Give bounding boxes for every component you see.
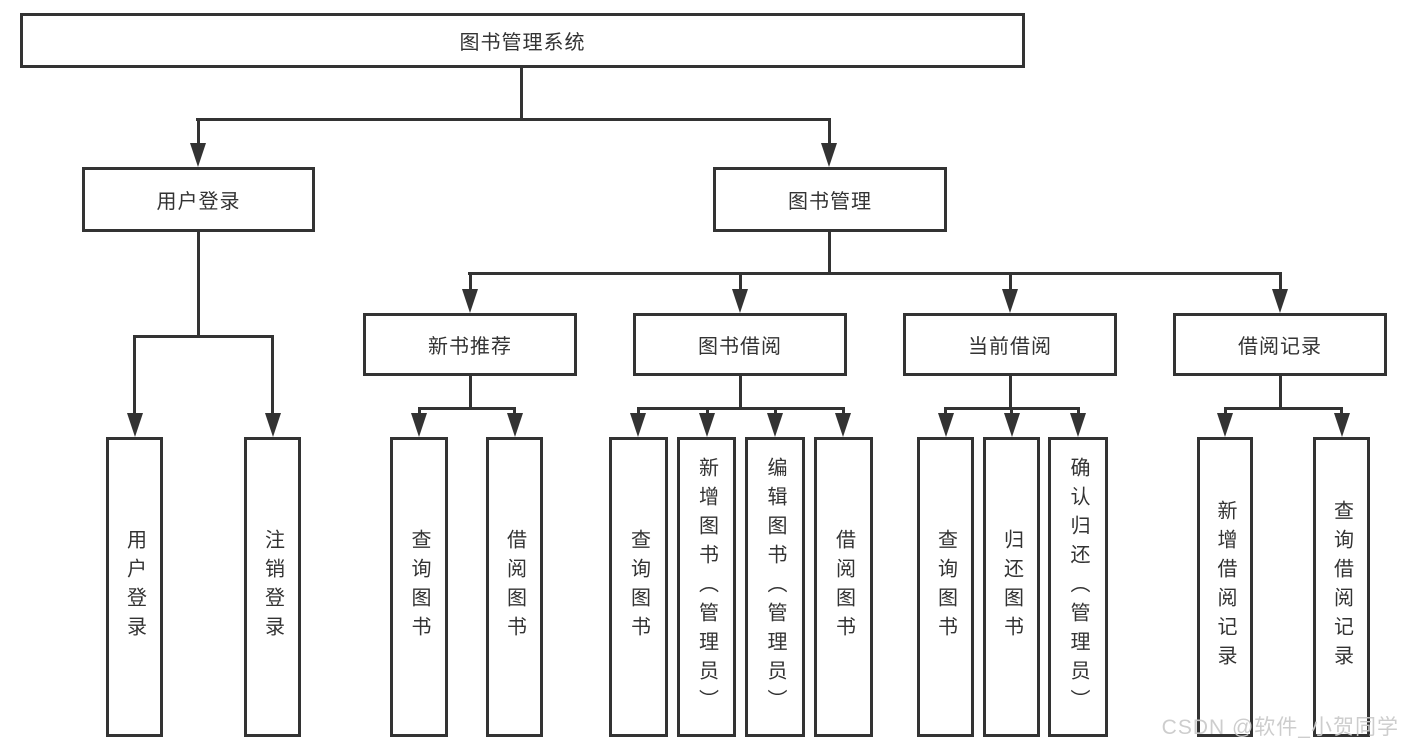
arrow-down-icon — [411, 413, 427, 437]
leaf-query-borrow-record: 查询借阅记录 — [1313, 437, 1370, 737]
edge-bookborrow-hline — [637, 407, 845, 410]
arrow-down-icon — [1002, 289, 1018, 313]
edge-stem-book-borrow — [739, 272, 742, 292]
leaf-confirm-return-admin: 确认归还（管理员） — [1048, 437, 1108, 737]
edge-stem-borrow-records — [1279, 272, 1282, 292]
arrow-down-icon — [1004, 413, 1020, 437]
node-user-login: 用户登录 — [82, 167, 315, 232]
leaf-edit-book-admin: 编辑图书（管理员） — [745, 437, 805, 737]
edge-currentborrow-vline — [1009, 376, 1012, 410]
arrow-down-icon — [507, 413, 523, 437]
edge-newbook-vline — [469, 376, 472, 410]
node-book-management: 图书管理 — [713, 167, 947, 232]
edge-bookmgmt-hline — [468, 272, 1282, 275]
leaf-add-borrow-record: 新增借阅记录 — [1197, 437, 1253, 737]
edge-newbook-hline — [418, 407, 516, 410]
edge-bookborrow-vline — [739, 376, 742, 410]
arrow-down-icon — [190, 143, 206, 167]
arrow-down-icon — [127, 413, 143, 437]
leaf-query-books-current: 查询图书 — [917, 437, 974, 737]
arrow-down-icon — [462, 289, 478, 313]
leaf-logout: 注销登录 — [244, 437, 301, 737]
edge-root-vline — [520, 68, 523, 121]
leaf-add-book-admin: 新增图书（管理员） — [677, 437, 736, 737]
arrow-down-icon — [265, 413, 281, 437]
node-new-book-recommend: 新书推荐 — [363, 313, 577, 376]
edge-bookmgmt-vline — [828, 232, 831, 275]
leaf-user-login: 用户登录 — [106, 437, 163, 737]
arrow-down-icon — [1070, 413, 1086, 437]
arrow-down-icon — [1272, 289, 1288, 313]
arrow-down-icon — [732, 289, 748, 313]
leaf-borrow-books-borrow: 借阅图书 — [814, 437, 873, 737]
edge-stem-leaf-user-login — [133, 335, 136, 417]
edge-stem-book-management — [828, 118, 831, 146]
leaf-query-books-borrow: 查询图书 — [609, 437, 668, 737]
edge-stem-user-login — [197, 118, 200, 146]
leaf-return-books: 归还图书 — [983, 437, 1040, 737]
leaf-query-books-recommend: 查询图书 — [390, 437, 448, 737]
node-current-borrow: 当前借阅 — [903, 313, 1117, 376]
arrow-down-icon — [767, 413, 783, 437]
edge-stem-new-book — [469, 272, 472, 292]
edge-stem-current-borrow — [1009, 272, 1012, 292]
edge-records-vline — [1279, 376, 1282, 410]
node-library-system: 图书管理系统 — [20, 13, 1025, 68]
arrow-down-icon — [1334, 413, 1350, 437]
arrow-down-icon — [1217, 413, 1233, 437]
arrow-down-icon — [821, 143, 837, 167]
edge-root-hline — [196, 118, 830, 121]
edge-stem-leaf-logout — [271, 335, 274, 417]
edge-records-hline — [1224, 407, 1343, 410]
watermark: CSDN @软件_小贺同学 — [1161, 716, 1399, 739]
arrow-down-icon — [938, 413, 954, 437]
arrow-down-icon — [835, 413, 851, 437]
node-book-borrow: 图书借阅 — [633, 313, 847, 376]
arrow-down-icon — [699, 413, 715, 437]
edge-userlogin-hline — [133, 335, 274, 338]
edge-userlogin-vline — [197, 232, 200, 335]
arrow-down-icon — [630, 413, 646, 437]
node-borrow-records: 借阅记录 — [1173, 313, 1387, 376]
leaf-borrow-books-recommend: 借阅图书 — [486, 437, 543, 737]
